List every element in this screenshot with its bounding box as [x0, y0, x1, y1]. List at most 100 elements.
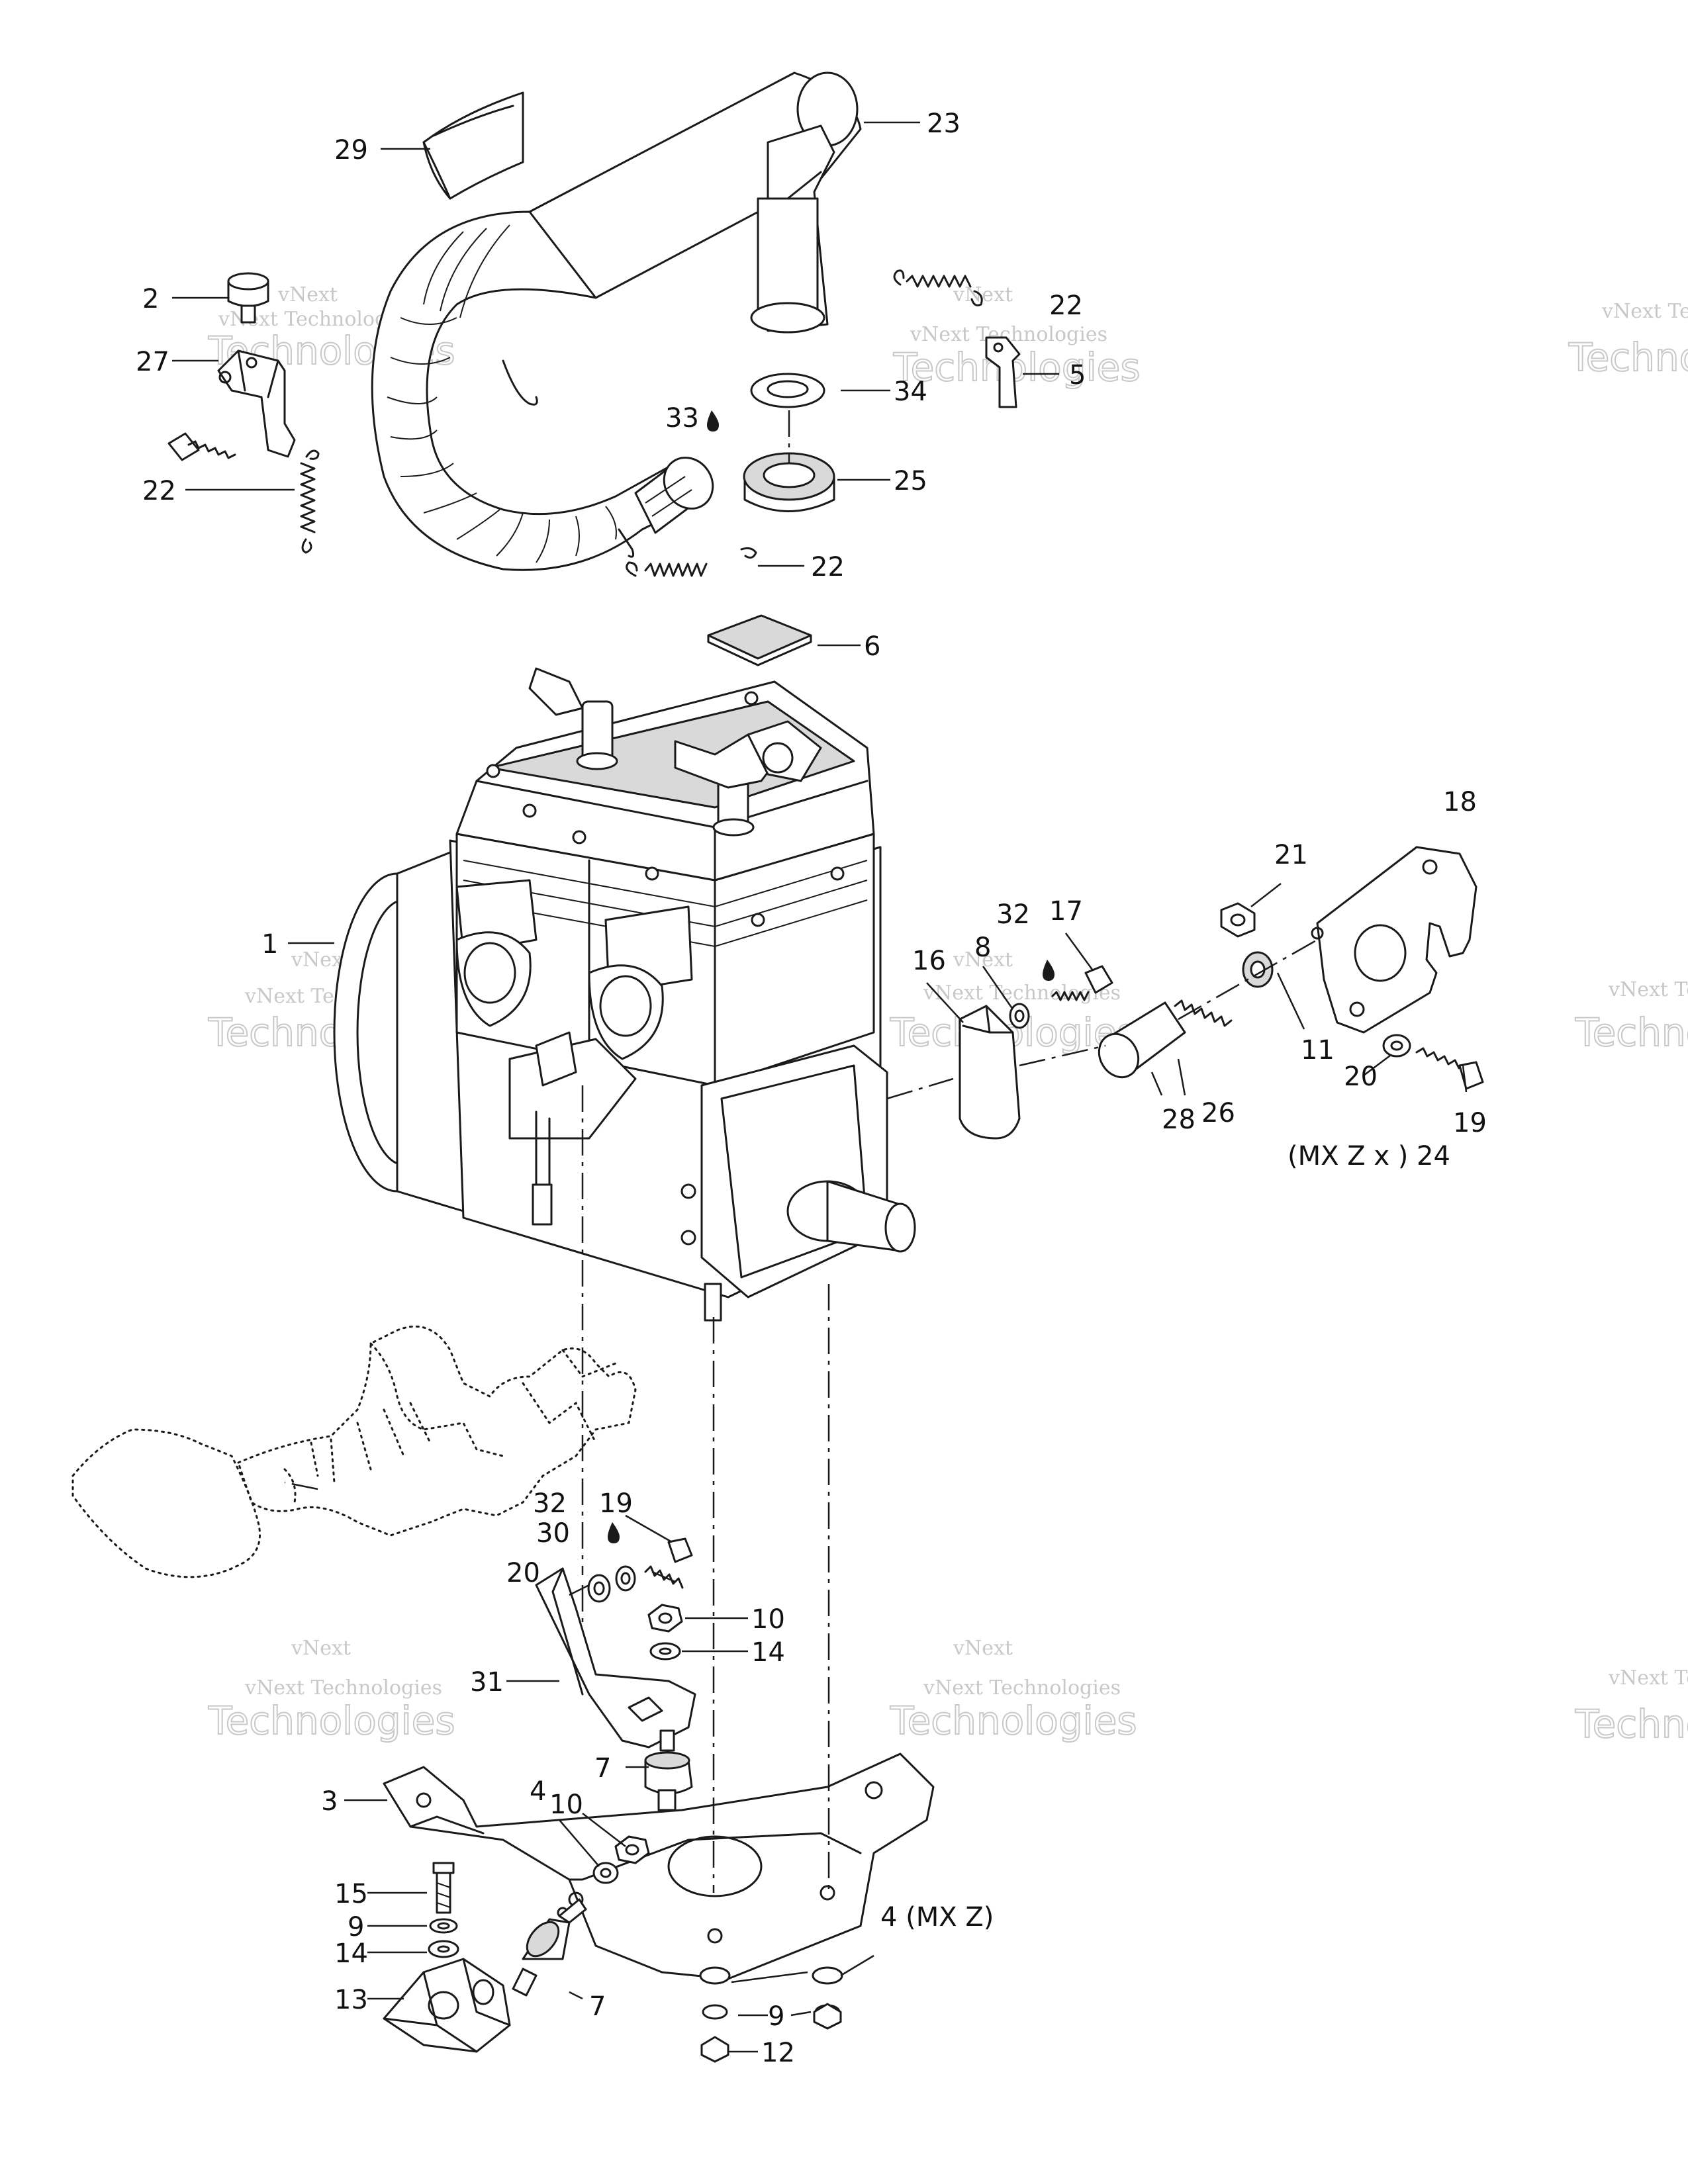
- callout-32: 32: [996, 899, 1030, 930]
- axis-line: [1019, 1044, 1106, 1067]
- callout-6: 6: [864, 631, 880, 662]
- callout-23: 23: [927, 109, 961, 139]
- callout-18: 18: [1443, 787, 1477, 817]
- watermark: vNext Technologies Technologies: [1574, 1666, 1688, 1747]
- callout-10: 10: [751, 1604, 785, 1635]
- part-19-bolt-front: [644, 1537, 693, 1589]
- part-19-bolt: [1415, 1047, 1484, 1090]
- oil-drop-icon: [1043, 960, 1055, 981]
- part-3-engine-plate: [383, 1752, 935, 1980]
- watermark-line: vNext Technologies: [1608, 978, 1688, 1001]
- watermark: vNext vNext Technologies Technologies: [889, 1637, 1138, 1744]
- part-1-engine: [333, 667, 916, 1322]
- watermark-line: Technologies: [1575, 1702, 1688, 1747]
- callout-20: 20: [1344, 1062, 1378, 1092]
- callout-14: 14: [334, 1938, 368, 1969]
- callout-12: 12: [761, 2038, 795, 2068]
- carburetor-airbox-outline: [71, 1325, 637, 1578]
- part-4-washer: [592, 1862, 619, 1884]
- callout-33: 33: [665, 403, 699, 433]
- watermark-line: vNext: [953, 948, 1013, 972]
- watermark-line: Technologies: [208, 1698, 455, 1743]
- callout-24: (MX Z x ) 24: [1288, 1141, 1450, 1171]
- callout-28: 28: [1162, 1105, 1196, 1135]
- watermark-line: vNext Technologies: [923, 1676, 1121, 1700]
- callout-21: 21: [1274, 840, 1308, 870]
- watermark: vNext vNext Technologies Technologies: [207, 1637, 456, 1744]
- watermark-line: vNext: [277, 283, 338, 306]
- callout-32: 32: [533, 1488, 567, 1519]
- callout-7: 7: [594, 1753, 611, 1784]
- part-14-washer: [649, 1642, 681, 1661]
- part-8-washer: [1009, 1003, 1030, 1029]
- callout-30: 30: [536, 1518, 570, 1549]
- callout-5: 5: [1069, 360, 1086, 390]
- part-7-rubber-mount-lower: [512, 1898, 587, 1997]
- callout-16: 16: [912, 946, 946, 976]
- callout-8: 8: [974, 933, 991, 963]
- part-21-nut: [1220, 902, 1256, 938]
- part-7-rubber-mount: [644, 1729, 693, 1811]
- callout-31: 31: [470, 1667, 504, 1698]
- part-22-spring-bottom: [626, 547, 757, 577]
- part-18-mount-plate: [1311, 846, 1477, 1034]
- part-14-washer-lower: [428, 1940, 459, 1958]
- axis-line: [886, 1077, 954, 1100]
- callout-2: 2: [142, 284, 159, 314]
- watermark-line: Technologies: [1575, 1010, 1688, 1055]
- callouts: 29 23 2 27 22 22 5 33 34 25 22 6 18 21 3…: [136, 109, 1487, 2068]
- part-17-bolt: [1051, 965, 1113, 1001]
- callout-22: 22: [142, 476, 176, 506]
- part-20-washer-front: [587, 1574, 611, 1603]
- callout-34: 34: [894, 377, 927, 407]
- callout-26: 26: [1201, 1098, 1235, 1128]
- callout-25: 25: [894, 466, 927, 496]
- part-6-pad: [707, 614, 812, 666]
- callout-15: 15: [334, 1879, 368, 1909]
- callout-11: 11: [1301, 1035, 1335, 1066]
- callout-14: 14: [751, 1637, 785, 1668]
- part-9-washer-lower: [429, 1918, 458, 1934]
- callout-4: 4: [530, 1776, 546, 1807]
- watermark: vNext vNext Technologies Technologies: [892, 283, 1141, 390]
- part-22-spring-left: [300, 449, 320, 554]
- callout-19: 19: [599, 1488, 633, 1519]
- part-15-bolt: [432, 1862, 455, 1914]
- callout-20: 20: [506, 1558, 540, 1588]
- watermark-line: vNext: [953, 1637, 1013, 1660]
- watermark-line: vNext Technologies: [1601, 300, 1688, 323]
- part-22-spring-top: [893, 269, 983, 306]
- part-5-bracket: [985, 336, 1021, 408]
- part-16-plate: [959, 1005, 1021, 1140]
- part-20-washer: [1382, 1034, 1411, 1058]
- part-26-bolt: [1174, 999, 1233, 1027]
- part-23-tuned-pipe: [371, 71, 862, 571]
- part-34-washer: [750, 373, 825, 408]
- part-13-bracket: [383, 1958, 511, 2053]
- part-10-nut: [647, 1604, 683, 1633]
- part-28-spacer: [1098, 1001, 1186, 1079]
- axis-line: [1178, 938, 1318, 1021]
- part-2-knob: [227, 272, 269, 324]
- callout-22: 22: [1049, 291, 1083, 321]
- oil-drop-icon: [608, 1522, 620, 1543]
- part-31-bracket: [535, 1567, 696, 1749]
- watermark: vNext Technologies Technologies: [1568, 300, 1688, 381]
- callout-29: 29: [334, 135, 368, 165]
- callout-17: 17: [1049, 896, 1083, 927]
- part-11-spacer: [1242, 951, 1274, 988]
- part-4-washer-mxz: [699, 1966, 843, 1985]
- part-30-washer: [615, 1565, 636, 1592]
- watermark-line: vNext Technologies: [244, 1676, 442, 1700]
- part-27-bracket: [217, 349, 296, 458]
- callout-10: 10: [549, 1790, 583, 1820]
- leader-lines: [172, 121, 1468, 2053]
- watermark-line: vNext: [291, 1637, 351, 1660]
- callout-9: 9: [768, 2001, 784, 2032]
- watermark-line: Technologies: [1568, 335, 1688, 380]
- part-10-nut-lower: [614, 1835, 650, 1864]
- callout-9: 9: [348, 1912, 364, 1942]
- callout-1: 1: [261, 929, 278, 960]
